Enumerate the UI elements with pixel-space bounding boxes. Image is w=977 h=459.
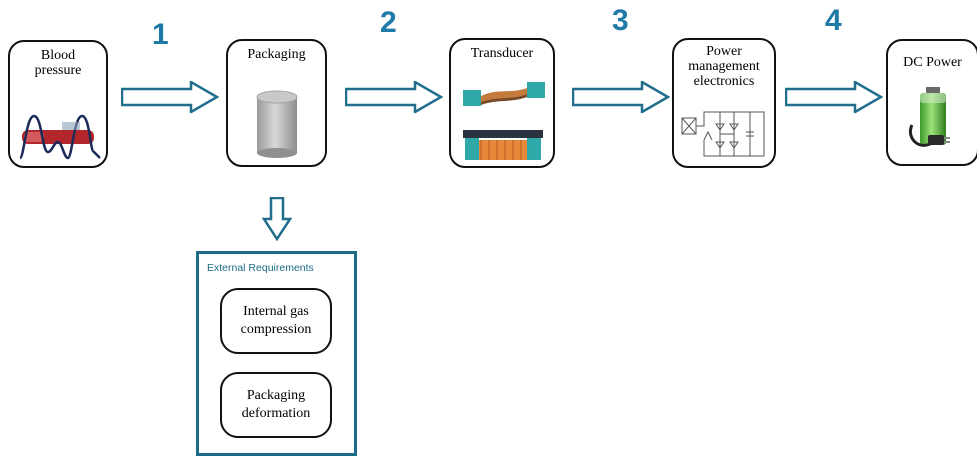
step-number-4: 4 [825, 4, 842, 37]
transducer-beam-icon [461, 74, 547, 162]
requirement-packaging-deformation: Packaging deformation [220, 372, 332, 438]
transducer-node: Transducer [449, 38, 555, 168]
battery-plug-icon [908, 85, 964, 155]
external-requirements-title: External Requirements [207, 262, 314, 274]
external-requirements-box: External Requirements Internal gas compr… [196, 251, 357, 456]
step-number-2: 2 [380, 6, 397, 39]
packaging-cylinder-icon [254, 89, 300, 159]
arrow-down-requirements [262, 197, 292, 241]
transducer-label: Transducer [470, 46, 534, 61]
power-electronics-node: Power management electronics [672, 38, 776, 168]
step-number-3: 3 [612, 4, 629, 37]
circuit-diagram-icon [680, 106, 770, 164]
dc-power-label: DC Power [903, 55, 962, 70]
arrow-step-3 [572, 81, 670, 113]
arrow-step-2 [345, 81, 443, 113]
blood-pressure-node: Blood pressure [8, 40, 108, 168]
arrow-step-1 [121, 81, 219, 113]
blood-pressure-label: Blood pressure [34, 48, 82, 78]
packaging-label: Packaging [247, 47, 306, 62]
arrow-step-4 [785, 81, 883, 113]
power-electronics-label: Power management electronics [688, 44, 760, 89]
blood-pressure-waveform-icon [18, 112, 102, 162]
dc-power-node: DC Power [886, 39, 977, 166]
requirement-internal-gas-compression: Internal gas compression [220, 288, 332, 354]
step-number-1: 1 [152, 18, 169, 51]
packaging-node: Packaging [226, 39, 327, 167]
